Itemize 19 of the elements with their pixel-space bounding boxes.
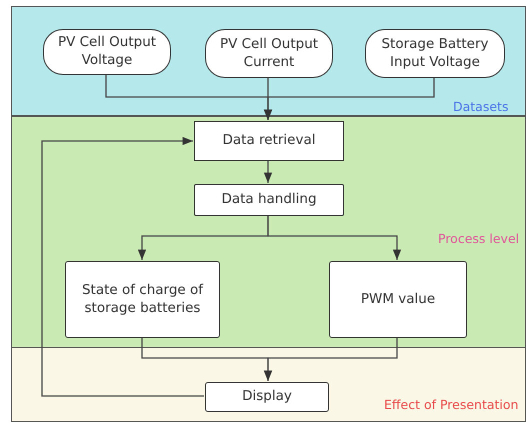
process-box: Data retrieval [194, 121, 344, 161]
process-box: Display [205, 382, 329, 412]
data-source-pill: Storage Battery Input Voltage [365, 29, 505, 78]
presentation-band [11, 347, 526, 422]
data-source-pill: PV Cell Output Current [205, 29, 333, 78]
layer-label: Process level [438, 231, 520, 246]
process-box: Data handling [194, 184, 344, 216]
arrow [264, 77, 435, 120]
dataset-band [11, 6, 526, 116]
layer-label: Effect of Presentation [384, 397, 518, 412]
data-source-pill: PV Cell Output Voltage [43, 29, 171, 75]
arrow [264, 337, 398, 381]
arrow [41, 136, 204, 397]
process-band [11, 116, 526, 348]
arrow [267, 215, 402, 260]
arrow [264, 160, 272, 183]
process-box: State of charge of storage batteries [65, 261, 220, 338]
process-box: PWM value [329, 261, 467, 338]
layer-label: Datasets [453, 99, 508, 114]
